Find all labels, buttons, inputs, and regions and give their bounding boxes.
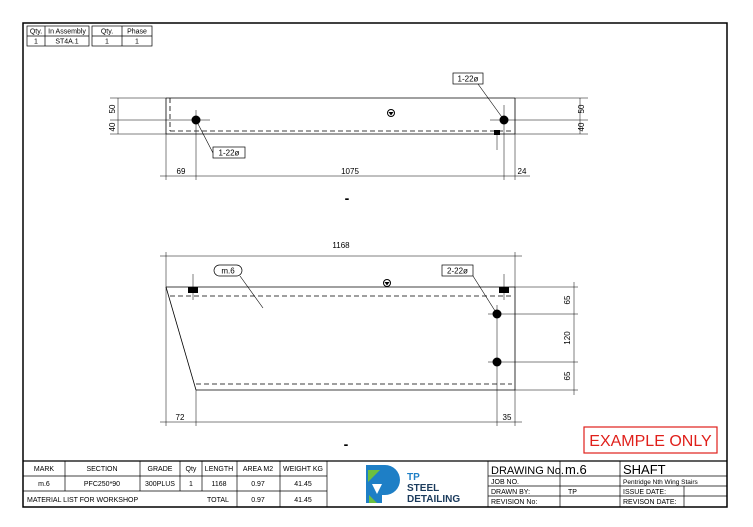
- section-mark-top: -: [345, 190, 350, 206]
- cleat-marker: [494, 130, 500, 135]
- dim-72: 72: [176, 413, 185, 422]
- dim-right-40: 40: [577, 122, 586, 131]
- qty-header: Qty.: [30, 29, 42, 36]
- cell-section: PFC250*90: [84, 481, 120, 488]
- dim-1168: 1168: [332, 241, 350, 250]
- mark-label-box: [213, 264, 243, 277]
- cell-mark: m.6: [38, 481, 50, 488]
- logo-text-detailing: DETAILING: [407, 494, 460, 505]
- cleat-marker: [188, 287, 198, 293]
- hole-front-lower: [492, 357, 502, 367]
- cell-grade: 300PLUS: [145, 481, 175, 488]
- section-mark-front: -: [344, 436, 349, 452]
- centre-mark-arrow-icon: [388, 112, 394, 116]
- dim-65-upper: 65: [563, 295, 572, 304]
- dim-right-50: 50: [577, 104, 586, 113]
- hole-front-upper: [492, 309, 502, 319]
- title-info: DRAWING No. m.6 SHAFT JOB NO. Pentridge …: [491, 462, 699, 506]
- revision-date-label: REVISON DATE:: [623, 499, 677, 506]
- sheet-border: [22, 22, 728, 508]
- col-weight: WEIGHT KG: [283, 466, 323, 473]
- dim-120: 120: [563, 331, 572, 345]
- drawing-no-label: DRAWING No.: [491, 465, 564, 477]
- col-grade: GRADE: [148, 466, 173, 473]
- dim-left-50: 50: [108, 104, 117, 113]
- cleat-marker: [499, 287, 509, 293]
- cell-weight: 41.45: [294, 481, 312, 488]
- top-view: [110, 83, 588, 180]
- drawn-by-label: DRAWN BY:: [491, 489, 530, 496]
- cell-length: 1168: [211, 481, 226, 488]
- col-area: AREA M2: [243, 466, 273, 473]
- phase-header: Phase: [127, 29, 147, 36]
- total-weight: 41.45: [294, 497, 312, 504]
- dim-69: 69: [177, 167, 186, 176]
- hole-label-right: 1-22ø: [458, 75, 479, 84]
- company-logo: TP STEEL DETAILING: [366, 465, 460, 505]
- hole-label-box: [441, 264, 474, 277]
- hole-label-box: [212, 146, 246, 159]
- hole-label-front: 2-22ø: [447, 267, 468, 276]
- drawn-by: TP: [568, 489, 577, 496]
- dim-1075: 1075: [341, 167, 359, 176]
- hole-label-box: [452, 72, 484, 85]
- dim-24: 24: [518, 167, 527, 176]
- mark-label: m.6: [221, 267, 235, 276]
- drawing-title: SHAFT: [623, 462, 666, 477]
- col-length: LENGTH: [205, 466, 233, 473]
- title-block-lines: [23, 460, 727, 507]
- col-qty: Qty: [186, 466, 197, 473]
- centre-mark-arrow-icon: [384, 282, 390, 286]
- issue-date-label: ISSUE DATE:: [623, 489, 666, 496]
- dim-65-lower: 65: [563, 371, 572, 380]
- example-stamp: [583, 426, 718, 454]
- example-stamp-text: EXAMPLE ONLY: [589, 433, 712, 450]
- cell-area: 0.97: [251, 481, 265, 488]
- col-mark: MARK: [34, 466, 55, 473]
- qty2-header: Qty.: [101, 29, 113, 36]
- job-name: Pentridge Nth Wing Stairs: [623, 479, 699, 486]
- centre-mark-icon: [387, 109, 395, 117]
- centre-mark-icon: [383, 279, 391, 287]
- drawing-no: m.6: [565, 462, 587, 477]
- logo-text-tp: TP: [407, 472, 420, 483]
- in-assembly-value: ST4A.1: [55, 39, 78, 46]
- qty2-value: 1: [105, 39, 109, 46]
- material-list: MARK SECTION GRADE Qty LENGTH AREA M2 WE…: [27, 466, 323, 504]
- phase-value: 1: [135, 39, 139, 46]
- cell-qty: 1: [189, 481, 193, 488]
- dim-left-40: 40: [108, 122, 117, 131]
- hole-right-top: [499, 115, 509, 125]
- logo-text-steel: STEEL: [407, 483, 439, 494]
- front-view: [160, 252, 578, 426]
- revision-no-label: REVISION No:: [491, 499, 537, 506]
- dim-35: 35: [503, 413, 512, 422]
- hole-label-left: 1-22ø: [219, 149, 240, 158]
- in-assembly-header: In Assembly: [48, 29, 86, 36]
- qty-value: 1: [34, 39, 38, 46]
- total-label: TOTAL: [207, 497, 229, 504]
- hole-left-top: [191, 115, 201, 125]
- total-area: 0.97: [251, 497, 265, 504]
- job-no-label: JOB NO.: [491, 479, 519, 486]
- material-footer-label: MATERIAL LIST FOR WORKSHOP: [27, 497, 138, 504]
- assembly-table: [26, 25, 153, 47]
- col-section: SECTION: [86, 466, 117, 473]
